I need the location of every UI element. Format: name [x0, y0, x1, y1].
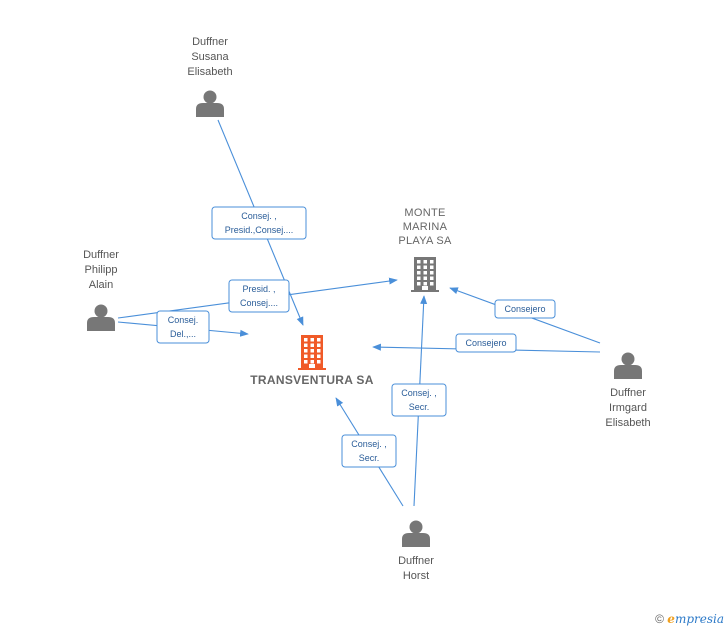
relation-label-box[interactable]: Consej. , Presid.,Consej.... [211, 206, 307, 240]
relation-label-box[interactable]: Consej. Del.,... [156, 310, 210, 344]
relation-box-bg [228, 279, 290, 313]
person-name: Duffner [610, 387, 646, 399]
relation-label: Consej.... [240, 298, 278, 308]
empresia-logo[interactable]: empresia [667, 612, 724, 626]
relation-label: Secr. [359, 453, 380, 463]
relation-label-box[interactable]: Presid. , Consej.... [228, 279, 290, 313]
person-icon [614, 352, 642, 379]
relation-label-box[interactable]: Consej. , Secr. [341, 434, 397, 468]
person-icon [87, 304, 115, 331]
relation-box-bg [391, 383, 447, 417]
person-name: Elisabeth [187, 66, 232, 78]
edge-irmgard-trans: Consejero [372, 333, 601, 353]
relation-box-bg [494, 299, 556, 319]
person-name: Duffner [83, 249, 119, 261]
relation-box-bg [156, 310, 210, 344]
company-node-monte[interactable]: MONTE MARINA PLAYA SA [398, 207, 452, 292]
company-name: TRANSVENTURA SA [250, 373, 373, 387]
person-name: Duffner [398, 555, 434, 567]
relation-box-bg [341, 434, 397, 468]
relation-label-box[interactable]: Consejero [494, 299, 556, 319]
relation-label: Consejero [465, 338, 506, 348]
building-icon [298, 335, 326, 370]
person-name: Susana [191, 51, 229, 63]
person-name: Philipp [84, 264, 117, 276]
building-icon [411, 257, 439, 292]
edge-horst-monte: Consej. , Secr. [391, 295, 447, 507]
relation-label: Secr. [409, 402, 430, 412]
relation-label-box[interactable]: Consej. , Secr. [391, 383, 447, 417]
relation-label: Consej. , [401, 388, 437, 398]
edge-irmgard-monte: Consejero [449, 287, 601, 344]
company-name: MARINA [403, 221, 448, 233]
person-name: Horst [403, 570, 429, 582]
person-name: Irmgard [609, 402, 647, 414]
company-name: MONTE [404, 207, 445, 219]
relation-label: Consej. [168, 315, 199, 325]
relation-label: Presid. , [242, 284, 275, 294]
copyright-symbol: © [655, 612, 664, 626]
company-name: PLAYA SA [398, 235, 452, 247]
person-icon [402, 520, 430, 547]
relation-label: Consej. , [351, 439, 387, 449]
edge-philipp-trans: Consej. Del.,... [117, 310, 249, 344]
relation-label: Presid.,Consej.... [225, 225, 294, 235]
relation-label: Consejero [504, 304, 545, 314]
edge-philipp-monte: Presid. , Consej.... [117, 277, 398, 319]
person-name: Elisabeth [605, 417, 650, 429]
relation-label: Consej. , [241, 211, 277, 221]
edge-horst-trans: Consej. , Secr. [335, 397, 404, 507]
person-name: Duffner [192, 36, 228, 48]
company-node-transventura[interactable]: TRANSVENTURA SA [250, 335, 373, 387]
relation-label-box[interactable]: Consejero [455, 333, 517, 353]
relation-label: Del.,... [170, 329, 196, 339]
relation-box-bg [211, 206, 307, 240]
relation-box-bg [455, 333, 517, 353]
person-icon [196, 90, 224, 117]
person-name: Alain [89, 279, 113, 291]
footer-brand: © empresia [655, 612, 724, 626]
